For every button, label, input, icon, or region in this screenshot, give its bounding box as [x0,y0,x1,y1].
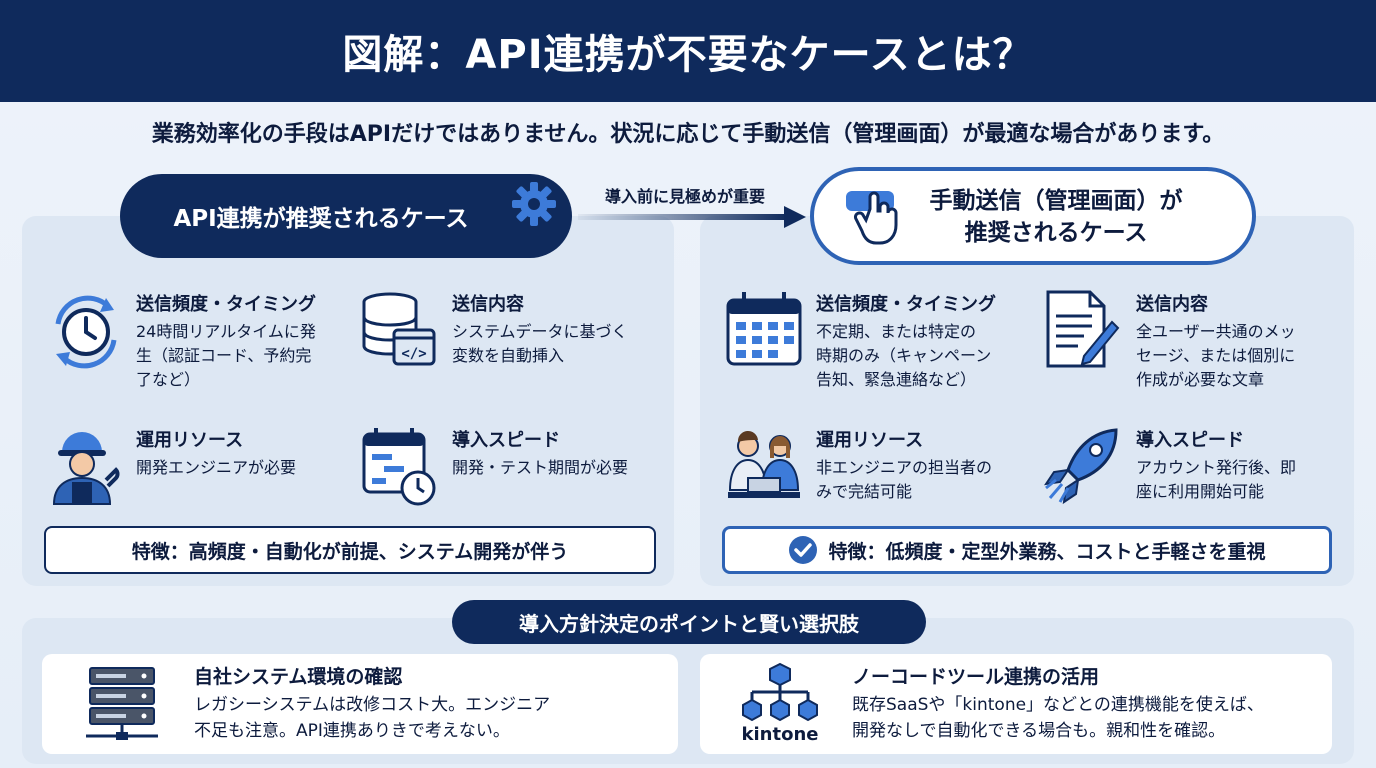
left-item-desc: 24時間リアルタイムに発生（認証コード、予約完了など） [136,322,316,389]
card-desc-line2: 開発なしで自動化できる場合も。親和性を確認。 [852,721,1226,741]
card-desc-line1: 既存SaaSや「kintone」などとの連携機能を使えば、 [852,695,1264,715]
right-feature-box: 特徴：低頻度・定型外業務、コストと手軽さを重視 [722,526,1332,574]
right-item-title: 送信頻度・タイミング [816,294,996,315]
rocket-icon [1044,428,1118,505]
card-nocode-tools: kintone ノーコードツール連携の活用 既存SaaSや「kintone」など… [700,654,1332,754]
right-item-desc: 不定期、または特定の時期のみ（キャンペーン告知、緊急連絡など） [816,322,992,389]
left-item-content: </> 送信内容 システムデータに基づく変数を自動挿入 [360,290,660,400]
engineer-icon [52,432,120,505]
right-item-resources: 運用リソース 非エンジニアの担当者のみで完結可能 [726,426,1046,506]
left-item-frequency: 送信頻度・タイミング 24時間リアルタイムに発生（認証コード、予約完了など） [46,290,356,400]
left-feature-text: 特徴：高頻度・自動化が前提、システム開発が伴う [131,540,569,563]
card-desc-line1: レガシーシステムは改修コスト大。エンジニア [194,695,551,715]
right-item-desc: 全ユーザー共通のメッセージ、または個別に作成が必要な文章 [1136,322,1296,389]
left-panel [22,216,674,586]
left-item-resources: 運用リソース 開発エンジニアが必要 [46,426,356,506]
page-subtitle: 業務効率化の手段はAPIだけではありません。状況に応じて手動送信（管理画面）が最… [151,122,1225,147]
card-title: ノーコードツール連携の活用 [852,666,1100,688]
staff-icon [728,430,800,498]
right-item-title: 運用リソース [816,430,924,451]
bottom-heading: 導入方針決定のポイントと賢い選択肢 [519,611,859,636]
card-desc: 既存SaaSや「kintone」などとの連携機能を使えば、 開発なしで自動化でき… [852,692,1264,744]
arrow-label: 導入前に見極めが重要 [604,187,765,206]
left-item-desc: システムデータに基づく変数を自動挿入 [452,322,628,365]
card-desc-line2: 不足も注意。API連携ありきで考えない。 [194,721,510,741]
hand-click-icon [846,191,898,245]
page-title: 図解：API連携が不要なケースとは？ [342,32,1034,78]
left-item-desc: 開発エンジニアが必要 [136,458,297,477]
header-bar: 図解：API連携が不要なケースとは？ [0,0,1376,102]
right-heading-line1: 手動送信（管理画面）が [929,188,1183,214]
document-pen-icon [1046,290,1120,368]
left-item-title: 導入スピード [452,430,560,451]
right-item-desc: アカウント発行後、即座に利用開始可能 [1136,458,1297,501]
right-heading-pill: 手動送信（管理画面）が 推奨されるケース [810,167,1256,265]
right-item-frequency: 送信頻度・タイミング 不定期、または特定の時期のみ（キャンペーン告知、緊急連絡な… [726,290,1036,400]
left-item-title: 運用リソース [136,430,244,451]
right-item-title: 導入スピード [1136,430,1244,451]
database-code-icon: </> [362,292,436,366]
left-heading-pill: API連携が推奨されるケース [120,174,572,258]
left-feature-box: 特徴：高頻度・自動化が前提、システム開発が伴う [44,526,656,574]
arrow-right-icon [578,206,806,228]
kintone-icon [742,662,818,722]
card-title: 自社システム環境の確認 [194,666,403,688]
card-desc: レガシーシステムは改修コスト大。エンジニア 不足も注意。API連携ありきで考えな… [194,692,550,744]
kintone-logo-text: kintone [741,724,819,745]
calendar-clock-icon [362,428,436,506]
right-item-content: 送信内容 全ユーザー共通のメッセージ、または個別に作成が必要な文章 [1044,290,1344,400]
right-item-title: 送信内容 [1136,294,1208,315]
svg-text:</>: </> [401,346,426,362]
right-panel [700,216,1354,586]
bottom-heading-pill: 導入方針決定のポイントと賢い選択肢 [452,600,926,644]
left-heading: API連携が推奨されるケース [173,206,469,232]
check-circle-icon [789,536,818,564]
right-heading-line2: 推奨されるケース [964,220,1148,246]
gear-icon [512,182,556,226]
left-item-title: 送信内容 [452,294,524,315]
left-item-desc: 開発・テスト期間が必要 [452,458,629,477]
right-item-desc: 非エンジニアの担当者のみで完結可能 [816,458,993,501]
clock-cycle-icon [55,295,117,369]
left-item-speed: 導入スピード 開発・テスト期間が必要 [360,426,660,506]
right-feature-text: 特徴：低頻度・定型外業務、コストと手軽さを重視 [828,540,1266,563]
card-system-environment: 自社システム環境の確認 レガシーシステムは改修コスト大。エンジニア 不足も注意。… [42,654,678,754]
right-item-speed: 導入スピード アカウント発行後、即座に利用開始可能 [1044,426,1344,506]
calendar-icon [726,292,802,366]
left-item-title: 送信頻度・タイミング [136,294,316,315]
server-icon [86,667,158,740]
